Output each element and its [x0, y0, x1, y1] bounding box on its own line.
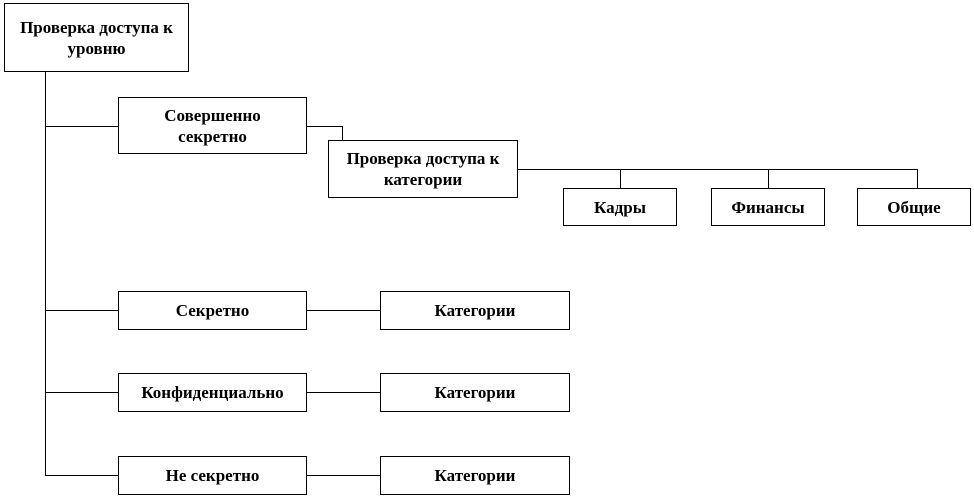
category-node-finance: Финансы [711, 188, 825, 226]
level-node-confidential: Конфиденциально [118, 373, 307, 412]
root-node: Проверка доступа к уровню [4, 3, 189, 72]
categories-node-unclassified: Категории [380, 456, 570, 495]
categories-node-confidential: Категории [380, 373, 570, 412]
category-check-node: Проверка доступа к категории [328, 140, 518, 198]
category-node-general: Общие [857, 188, 971, 226]
level-node-top-secret: Совершенно секретно [118, 97, 307, 154]
categories-node-secret: Категории [380, 291, 570, 330]
category-node-personnel: Кадры [563, 188, 677, 226]
level-node-secret: Секретно [118, 291, 307, 330]
level-node-unclassified: Не секретно [118, 456, 307, 495]
